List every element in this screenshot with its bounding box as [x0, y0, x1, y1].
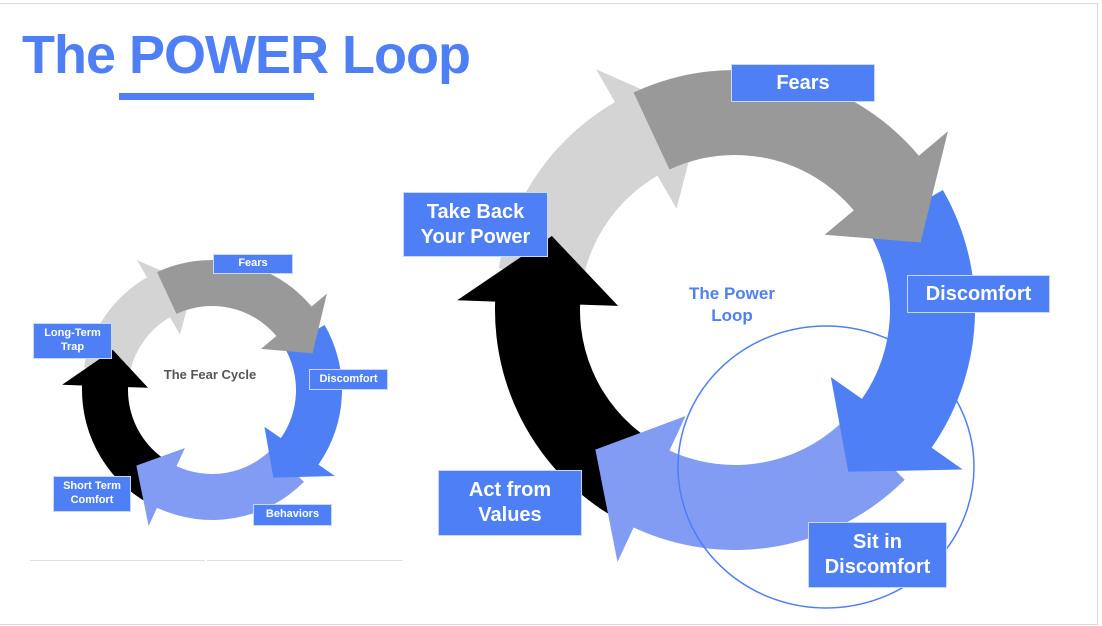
title-emphasis: POWER: [129, 25, 329, 85]
power-loop-label-fears: Fears: [731, 64, 875, 102]
power-loop-label-sit-in-discomfort: Sit in Discomfort: [808, 522, 947, 588]
fear-cycle-label-behaviors: Behaviors: [253, 504, 332, 526]
power-loop-label-take-back: Take Back Your Power: [403, 192, 548, 257]
fear-cycle-center-text: The Fear Cycle: [163, 367, 257, 382]
fear-cycle-label-long-term: Long-Term Trap: [33, 323, 112, 359]
power-loop-label-discomfort: Discomfort: [907, 275, 1050, 313]
divider: [207, 560, 403, 561]
fear-cycle-label-short-term: Short Term Comfort: [53, 476, 131, 512]
page-title: The POWER Loop: [22, 25, 471, 85]
fear-cycle-top-arrow: [157, 260, 327, 354]
power-loop-center-text: The Power Loop: [689, 284, 775, 326]
divider: [30, 560, 205, 561]
power-loop-label-act-from-values: Act from Values: [438, 470, 582, 536]
power-loop-right-arrow: [830, 190, 975, 472]
highlight-circle: [677, 325, 975, 609]
title-underline: [119, 93, 314, 100]
fear-cycle-label-fears: Fears: [213, 254, 293, 274]
fear-cycle-label-discomfort: Discomfort: [309, 369, 388, 390]
slide-frame: [0, 3, 1098, 625]
power-loop-top-arrow: [633, 70, 948, 243]
fear-cycle-right-arrow: [264, 325, 343, 478]
